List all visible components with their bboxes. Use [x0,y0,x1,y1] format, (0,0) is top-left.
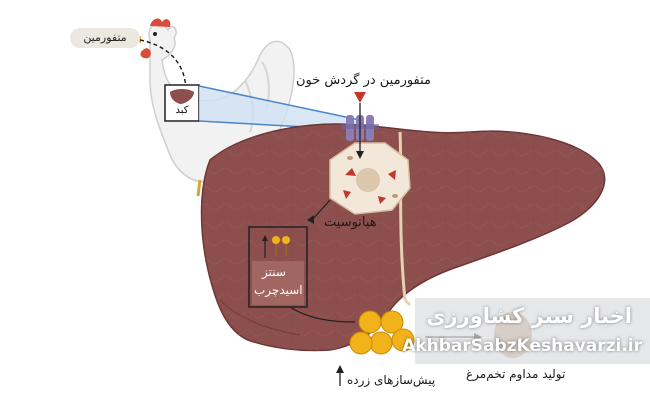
hepatocyte-to-synthesis-arrow [311,199,331,221]
hepatocyte-label: هپاتوسیت [324,215,377,230]
egg-production-label: تولید مداوم تخم‌مرغ [466,367,566,381]
zoom-projection [199,86,360,130]
hepatocyte-cell [329,142,411,215]
fatty-acid-synthesis-label-1: سنتز [262,265,286,279]
watermark-persian: اخبار سبز کشاورزی [426,304,632,328]
metformin-route-dashed-arrow [139,39,187,91]
liver-box-label: کبد [175,105,189,116]
watermark-latin: AkhbarSabzKeshavarzi.ir [402,336,642,356]
fatty-acid-synthesis-label-2: اسیدچرب [254,283,303,297]
yolk-precursors-label: پیش‌سازهای زرده [347,373,436,387]
watermark-banner: اخبار سبز کشاورزی AkhbarSabzKeshavarzi.i… [402,298,650,364]
metformin-marker [354,92,366,103]
yolk-precursor-cluster [349,310,415,355]
fatty-acid-synthesis-box [248,226,308,308]
metformin-source-label: متفورمین [70,28,140,48]
metformin-blood-label: متفورمین در گردش خون [296,73,432,88]
synthesis-to-yolk-line [289,306,356,323]
